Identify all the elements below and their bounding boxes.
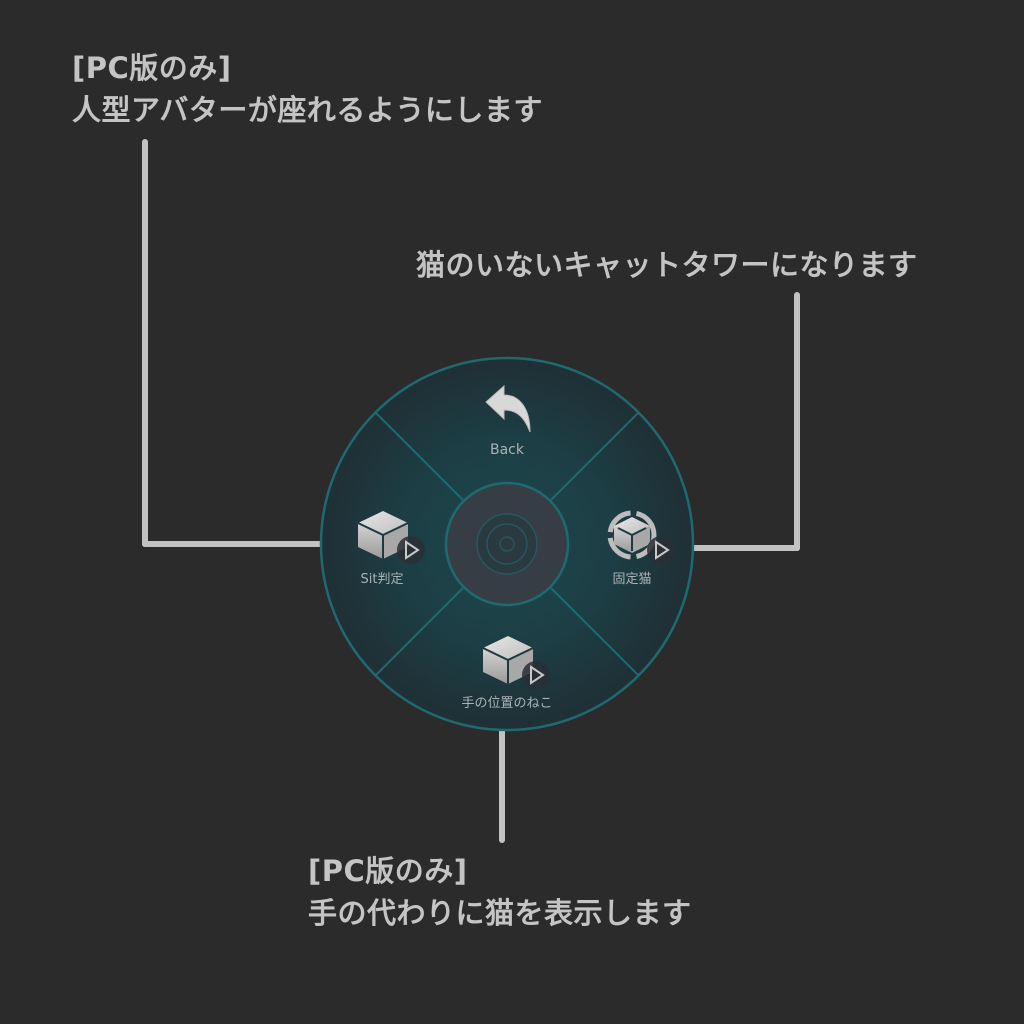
annotation-hand-cat-line1: [PC版のみ] bbox=[308, 854, 468, 888]
connector-hand-cat-vertical bbox=[499, 713, 505, 843]
menu-item-back[interactable]: Back bbox=[470, 380, 546, 464]
annotation-sit-line2: 人型アバターが座れるようにします bbox=[72, 93, 543, 127]
menu-item-hand-cat-label: 手の位置のねこ bbox=[461, 696, 553, 711]
menu-item-sit[interactable]: Sit判定 bbox=[350, 505, 430, 590]
submenu-play-icon bbox=[397, 536, 425, 564]
back-arrow-icon bbox=[485, 384, 531, 433]
menu-item-hand-cat[interactable]: 手の位置のねこ bbox=[455, 630, 559, 714]
connector-fixed-cat-horizontal bbox=[684, 545, 800, 551]
cube-icon bbox=[357, 511, 409, 559]
connector-fixed-cat-vertical bbox=[794, 292, 800, 551]
connector-sit-horizontal bbox=[142, 541, 339, 547]
annotation-hand-cat-line2: 手の代わりに猫を表示します bbox=[308, 896, 692, 930]
submenu-play-icon bbox=[522, 661, 550, 689]
annotation-hand-cat: [PC版のみ] 手の代わりに猫を表示します bbox=[308, 850, 692, 934]
cube-reset-icon bbox=[607, 510, 657, 560]
annotation-fixed-cat: 猫のいないキャットタワーになります bbox=[416, 244, 918, 286]
menu-item-sit-label: Sit判定 bbox=[360, 572, 404, 587]
submenu-play-icon bbox=[647, 536, 675, 564]
connector-sit-vertical bbox=[142, 139, 148, 547]
annotation-sit-line1: [PC版のみ] bbox=[72, 51, 232, 85]
menu-item-back-label: Back bbox=[490, 442, 524, 458]
annotation-fixed-cat-line1: 猫のいないキャットタワーになります bbox=[416, 248, 918, 282]
annotation-sit: [PC版のみ] 人型アバターが座れるようにします bbox=[72, 47, 543, 131]
menu-item-fixed-cat[interactable]: 固定猫 bbox=[598, 505, 678, 590]
menu-item-fixed-cat-label: 固定猫 bbox=[612, 572, 652, 587]
